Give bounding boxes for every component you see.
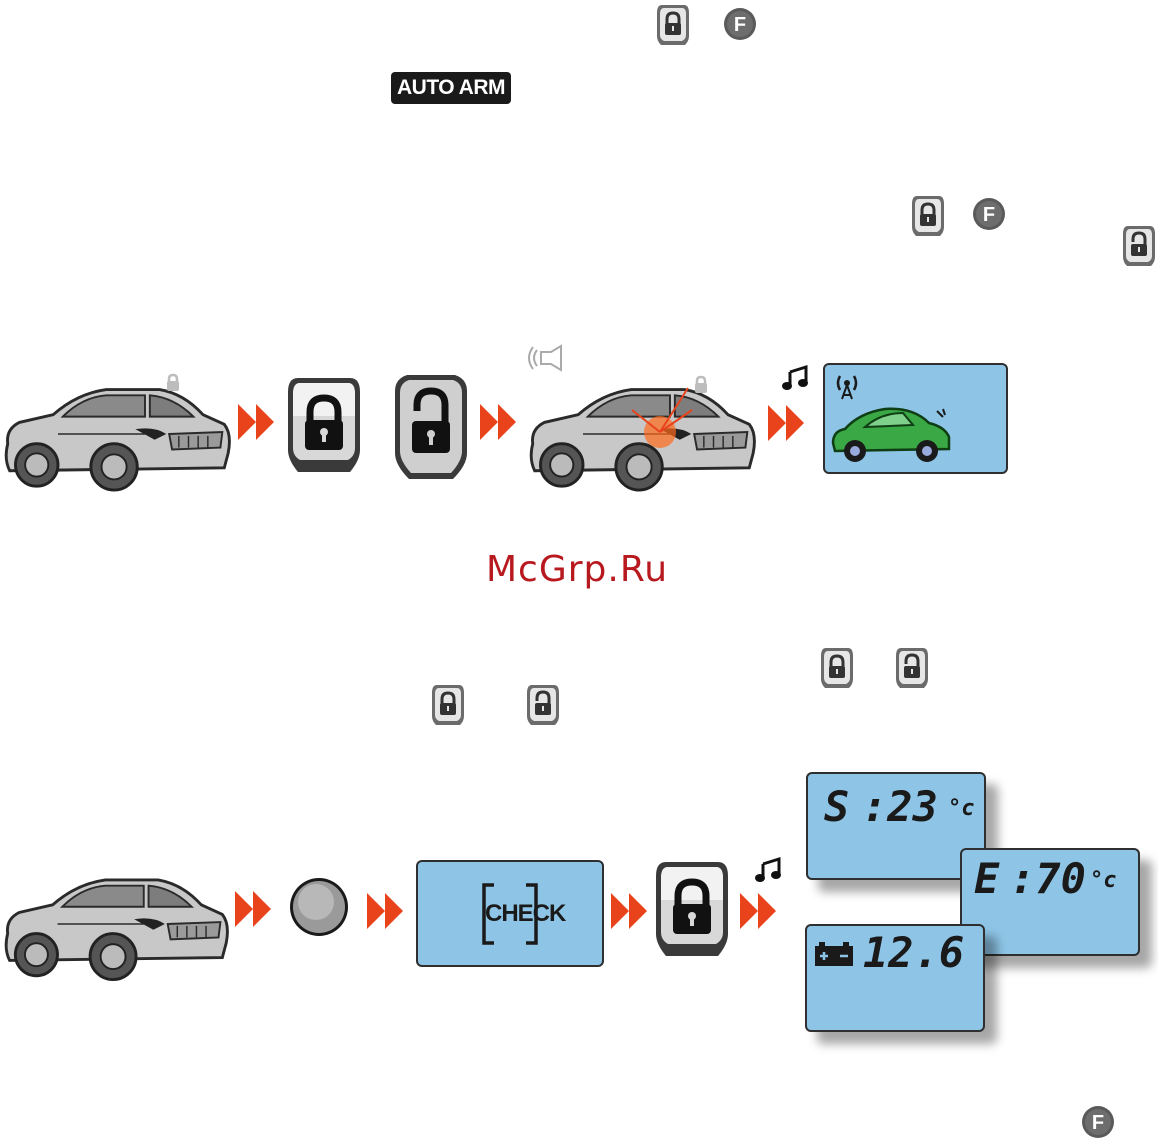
engine-prefix: E (974, 854, 1000, 903)
engine-unit: °c (1090, 868, 1117, 893)
double-arrow-icon (738, 891, 778, 931)
green-car-icon (831, 407, 951, 462)
auto-arm-badge: AUTO ARM (391, 72, 511, 104)
music-note-icon (755, 856, 783, 884)
double-arrow-icon (365, 891, 405, 931)
lcd-screen-interior-temp: S :23 °c (806, 772, 986, 880)
lock-button-icon (286, 376, 362, 474)
unlock-button-icon (1122, 224, 1156, 268)
lock-button-icon (911, 194, 945, 238)
music-note-icon (782, 364, 810, 392)
double-arrow-icon (236, 402, 276, 442)
watermark: McGrp.Ru (486, 549, 669, 590)
antenna-icon (836, 375, 858, 400)
lock-button-icon (431, 683, 465, 727)
battery-icon (815, 942, 853, 966)
lcd-screen-alarm (823, 363, 1008, 474)
double-arrow-icon (233, 889, 273, 929)
unlock-button-icon (526, 683, 560, 727)
double-arrow-icon (766, 403, 806, 443)
car-icon (0, 866, 230, 982)
f-button-icon (722, 6, 758, 42)
check-label: CHECK (485, 900, 566, 927)
lcd-screen-battery: 12.6 (805, 924, 985, 1032)
small-lock-icon (167, 373, 179, 391)
siren-icon (528, 344, 562, 372)
battery-voltage: 12.6 (863, 928, 965, 977)
car-icon (0, 374, 232, 494)
lcd-screen-engine-temp: E :70 °c (960, 848, 1140, 956)
f-button-icon (971, 196, 1007, 232)
unlock-button-icon (393, 373, 469, 483)
check-bracket (482, 883, 538, 945)
flash-icon (631, 387, 693, 448)
temp-unit: °c (948, 796, 975, 821)
small-lock-icon (695, 375, 707, 393)
f-button-icon (1080, 1104, 1116, 1140)
engine-value: :70 (1010, 854, 1086, 903)
lock-button-icon (820, 646, 854, 690)
unlock-button-icon (895, 646, 929, 690)
round-button-icon (290, 878, 348, 936)
double-arrow-icon (609, 891, 649, 931)
lock-button-icon (654, 860, 730, 958)
temp-prefix: S (824, 782, 850, 831)
temp-value: :23 (862, 782, 938, 831)
lcd-screen-check: CHECK (416, 860, 604, 967)
double-arrow-icon (478, 402, 518, 442)
lock-button-icon (656, 3, 690, 47)
